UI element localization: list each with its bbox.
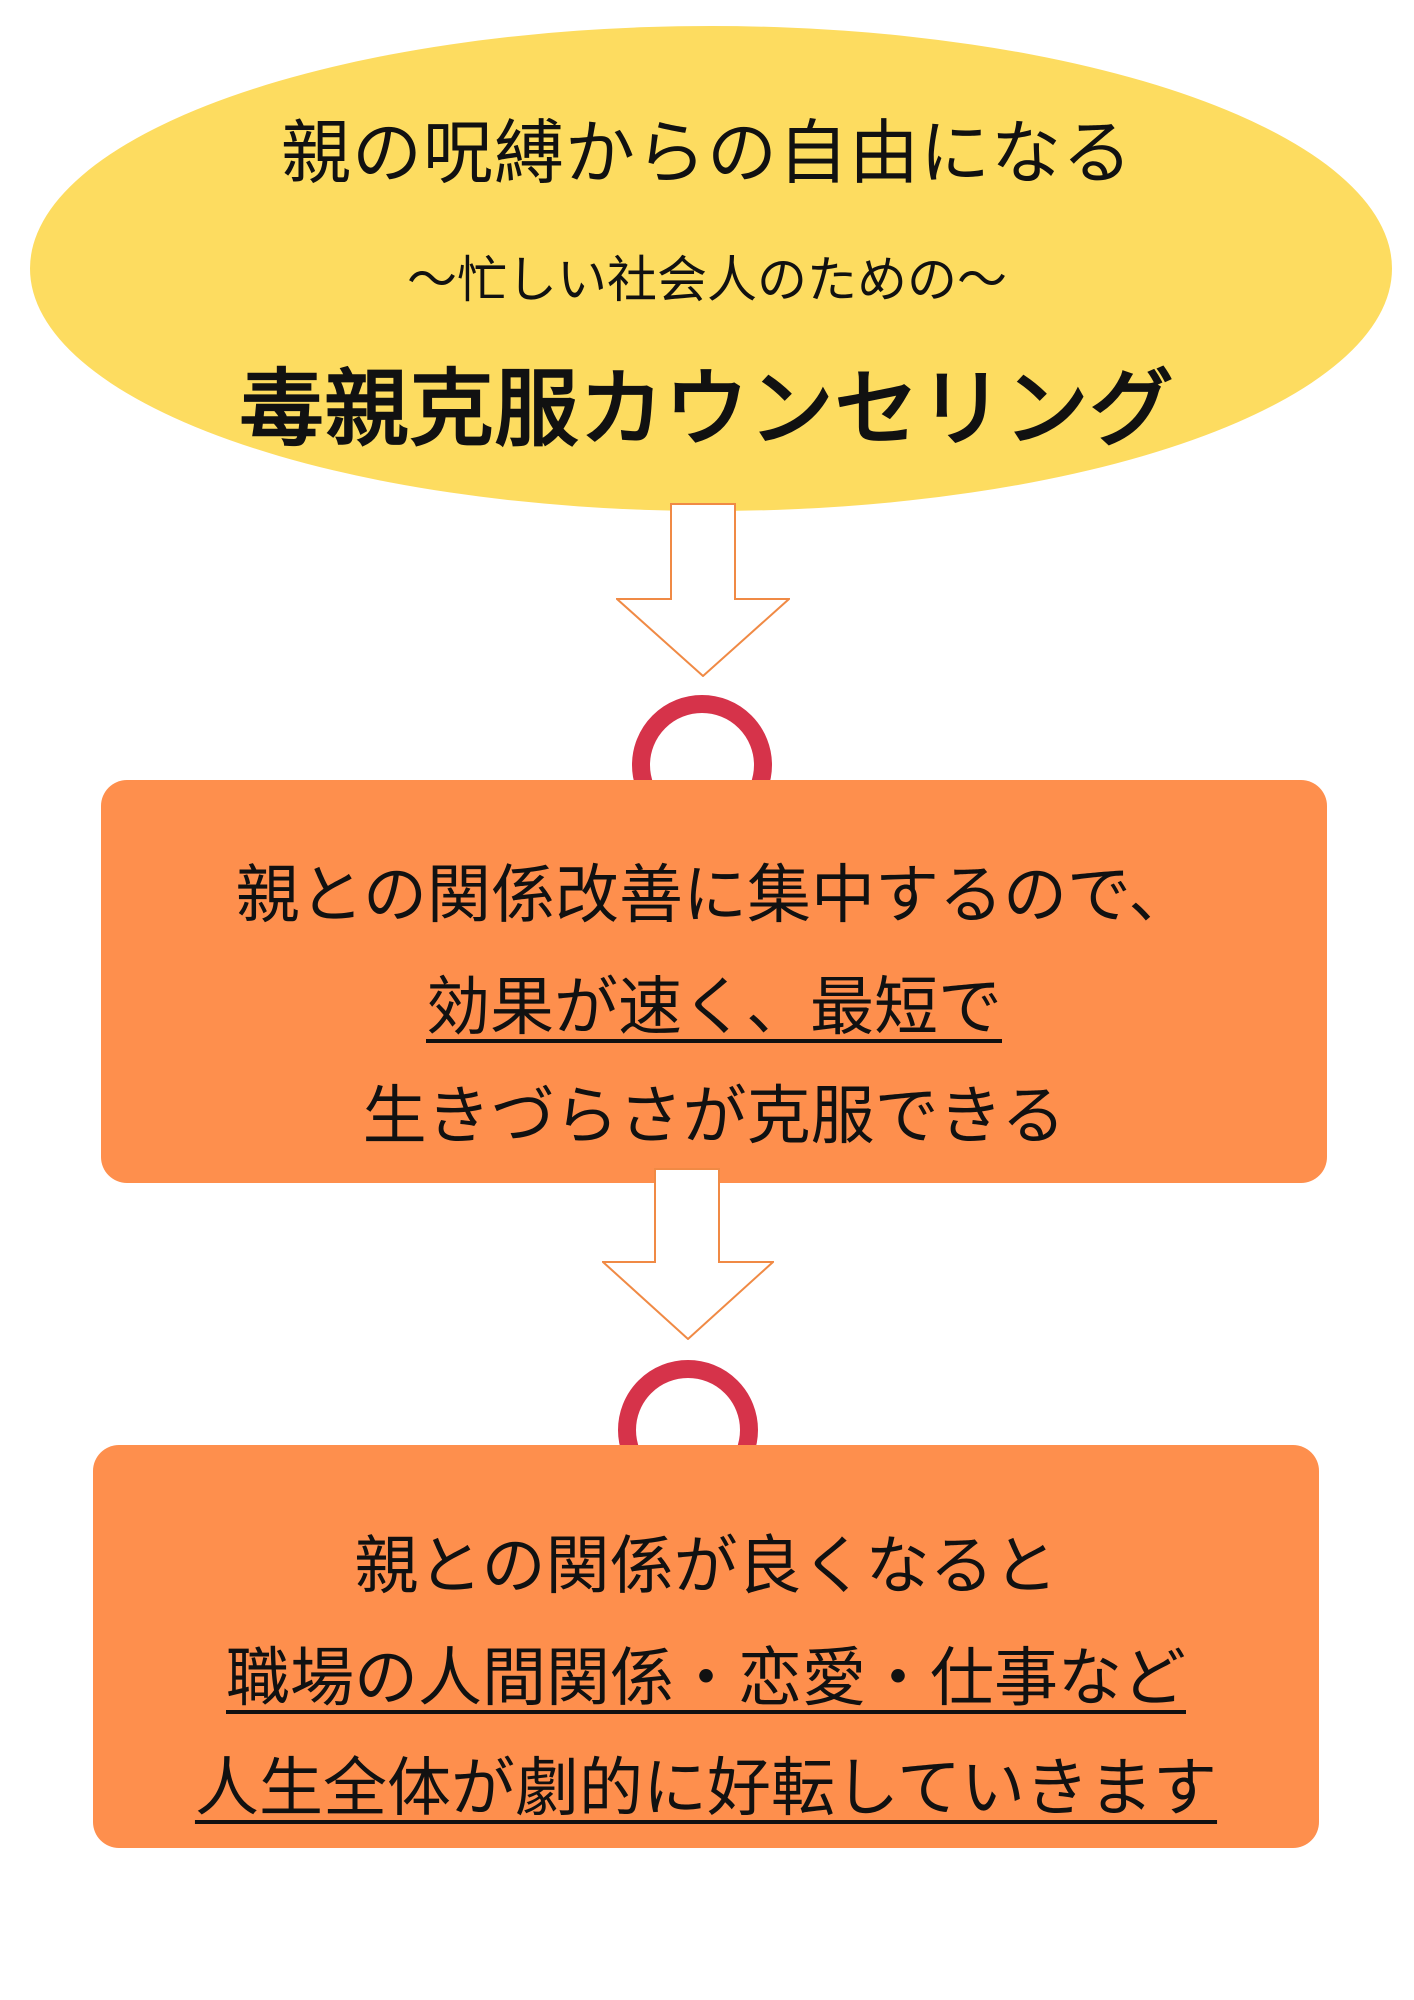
step-2-line-3: 人生全体が劇的に好転していきます [194,1752,1218,1826]
step-1-line-2-wrap: 効果が速く、最短で [101,976,1327,1040]
step-2-line-2: 職場の人間関係・恋愛・仕事など [226,1642,1186,1716]
down-arrow-icon [616,503,790,677]
step-1-line-2: 効果が速く、最短で [426,971,1002,1045]
down-arrow-icon [602,1168,774,1340]
subtitle: ～忙しい社会人のための～ [407,251,1007,309]
step-box-1: 親との関係改善に集中するので、 効果が速く、最短で 生きづらさが克服できる [101,780,1327,1183]
title-ellipse [30,26,1392,511]
title-line-1: 親の呪縛からの自由になる [281,112,1133,194]
step-2-line-2-wrap: 職場の人間関係・恋愛・仕事など [93,1647,1319,1711]
step-1-line-3: 生きづらさが克服できる [362,1080,1066,1154]
main-title: 毒親克服カウンセリング [239,360,1175,458]
step-box-2: 親との関係が良くなると 職場の人間関係・恋愛・仕事など 人生全体が劇的に好転して… [93,1445,1319,1848]
step-2-line-1: 親との関係が良くなると [354,1530,1058,1604]
step-2-line-3-wrap: 人生全体が劇的に好転していきます [93,1757,1319,1821]
step-1-line-1: 親との関係改善に集中するので、 [235,859,1193,933]
